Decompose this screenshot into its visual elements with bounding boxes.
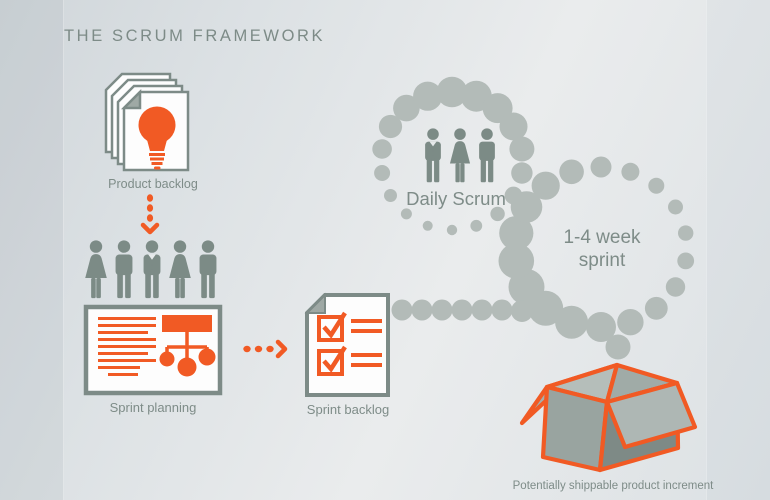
sprint-backlog-label: Sprint backlog [306,402,390,417]
shippable-product-box-icon [519,362,698,473]
lightbulb-icon [138,106,176,170]
task-tree-icon [159,315,216,377]
background-band-right [706,0,770,500]
daily-scrum-team-icon [425,128,495,183]
page-title: THE SCRUM FRAMEWORK [64,27,326,45]
background-band-left [0,0,64,500]
sprint-cycle-dots [372,76,695,360]
dotted-arrow-right-icon [243,339,288,359]
sprint-duration-label: 1-4 week sprint [563,226,640,272]
sprint-planning-board-icon [83,304,223,396]
daily-scrum-label: Daily Scrum [406,188,506,209]
sprint-duration-line2: sprint [578,250,626,271]
product-backlog-label: Product backlog [108,177,198,191]
dotted-arrow-down-icon [140,194,160,235]
increment-label: Potentially shippable product increment [512,480,714,492]
sprint-duration-line1: 1-4 week [563,227,641,248]
sprint-backlog-document-icon [304,292,390,397]
sprint-planning-label: Sprint planning [109,400,197,415]
scrum-team-icon [85,240,217,299]
